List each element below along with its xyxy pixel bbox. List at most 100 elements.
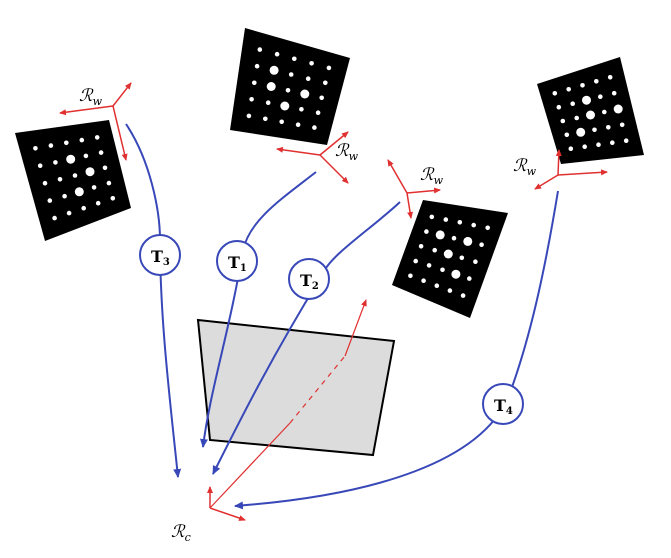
axes-icon (59, 105, 114, 116)
svg-text:T4: T4 (494, 396, 513, 417)
calibration-dot (64, 140, 69, 146)
calibration-dot (451, 269, 461, 279)
calibration-dot (266, 82, 276, 91)
calibration-dot (564, 132, 570, 138)
calibration-dot (265, 100, 271, 105)
calibration-dot (596, 142, 601, 147)
svg-text:ℛw: ℛw (513, 156, 537, 178)
calibration-dot (566, 87, 571, 92)
calibration-dot (619, 122, 625, 128)
calibration-dot (309, 61, 314, 66)
calibration-dot (576, 127, 586, 137)
calibration-dot (305, 76, 311, 81)
calibration-dot (424, 229, 429, 234)
calibration-dot (81, 205, 86, 211)
calibration-dot (580, 83, 585, 88)
calibration-dot (91, 185, 97, 190)
calibration-dot (592, 127, 597, 133)
world-frame-axes-4 (534, 149, 608, 190)
calibration-dot (300, 89, 310, 99)
calibration-dot (102, 165, 108, 171)
calibration-dot (418, 244, 424, 249)
calibration-dot (429, 214, 435, 220)
calibration-dot (570, 101, 575, 106)
calibration-dot (263, 116, 268, 122)
calibration-board-top-center (230, 28, 350, 145)
calibration-dot (574, 115, 579, 121)
calibration-dot (485, 225, 491, 231)
transform-curve-3 (125, 123, 182, 478)
calibration-dot (473, 259, 478, 265)
calibration-dot (594, 79, 599, 84)
calibration-dot (52, 215, 57, 221)
calibration-dot (312, 125, 317, 130)
world-frame-label-3: ℛw (420, 165, 444, 187)
calibration-dot (292, 56, 297, 62)
calibration-dot (319, 95, 325, 101)
calibration-dot (79, 137, 85, 143)
calibration-dot (47, 198, 53, 203)
svg-text:ℛw: ℛw (420, 165, 444, 187)
calibration-dot (83, 153, 89, 159)
calibration-dot (249, 97, 254, 102)
calibration-dot (285, 88, 291, 93)
calibration-dot (269, 65, 279, 75)
calibration-dot (568, 146, 574, 151)
transform-label-t1: T1 (216, 240, 258, 282)
calibration-dot (471, 222, 477, 228)
camera-frame-label: ℛc (171, 522, 191, 544)
calibration-dot (66, 210, 72, 216)
camera-frame-axes (207, 486, 246, 521)
calibration-dot (451, 235, 457, 241)
calibration-dot (257, 47, 263, 52)
calibration-dot (315, 110, 321, 115)
svg-text:T1: T1 (228, 253, 247, 274)
calibration-dot (326, 65, 332, 71)
calibration-dot (602, 109, 607, 115)
calibration-dot (94, 135, 100, 140)
calibration-dot (33, 146, 38, 151)
calibration-dot (62, 193, 67, 199)
calibration-dot (252, 80, 257, 86)
world-frame-label-1: ℛw (79, 86, 103, 108)
calibration-dot (85, 167, 95, 177)
transform-label-t2: T2 (288, 258, 330, 300)
calibration-board-left (15, 120, 131, 241)
calibration-dot (582, 144, 587, 149)
axes-icon (557, 169, 608, 176)
svg-text:T2: T2 (300, 271, 319, 292)
world-frame-label-2: ℛw (335, 141, 359, 163)
calibration-dot (460, 293, 466, 298)
calibration-dot (246, 113, 252, 119)
calibration-dot (613, 104, 623, 114)
calibration-dot (435, 230, 445, 240)
calibration-dot (421, 278, 426, 284)
calibration-dot (279, 119, 285, 125)
world-frame-axes-2 (276, 131, 349, 184)
calibration-dot (611, 90, 617, 96)
calibration-dot (432, 247, 438, 253)
calibration-dot (607, 75, 613, 80)
calibration-dot (479, 242, 484, 247)
image-plane (196, 318, 396, 457)
calibration-grid-icon (230, 28, 350, 145)
calibration-dot (552, 91, 558, 96)
calibration-dot (66, 154, 76, 164)
calibration-dot (110, 196, 116, 201)
calibration-dot (623, 138, 629, 143)
transform-label-t3: T3 (139, 234, 181, 276)
calibration-dot (408, 273, 413, 279)
calibration-dot (467, 276, 472, 281)
calibration-board-right (537, 57, 644, 164)
calibration-dot (42, 180, 48, 186)
calibration-dot (560, 118, 566, 124)
calibration-dot (413, 258, 419, 264)
calibration-dot (74, 187, 84, 197)
calibration-dot (37, 163, 43, 168)
svg-text:T3: T3 (151, 247, 170, 268)
axes-icon (209, 507, 246, 521)
svg-text:ℛc: ℛc (171, 522, 191, 544)
calibration-dot (48, 143, 54, 148)
calibration-dot (299, 107, 304, 112)
